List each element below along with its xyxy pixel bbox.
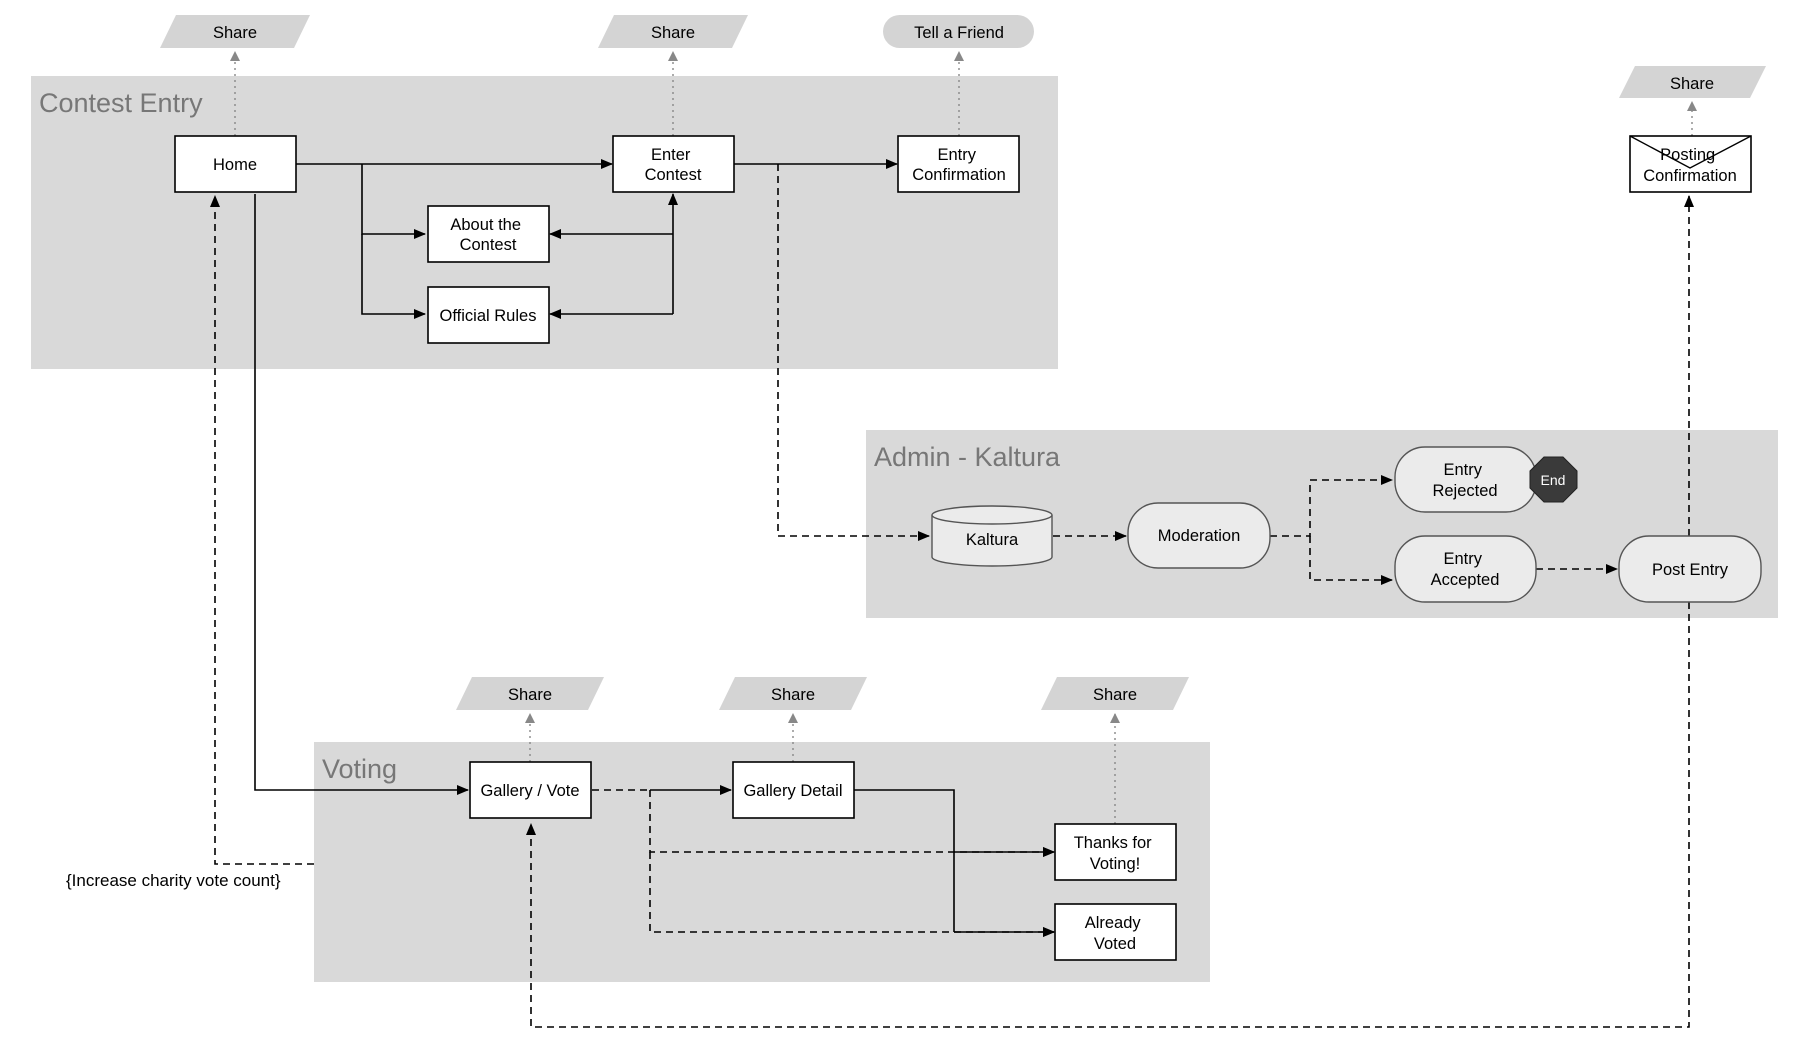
share-connectors [230, 51, 1697, 824]
stop-octagon-icon [1529, 456, 1578, 503]
zone-contest-entry-label: Contest Entry [39, 88, 203, 118]
node-enter-contest-label: Enter Contest [645, 146, 702, 184]
node-entry-rejected[interactable]: Entry Rejected [1394, 446, 1537, 513]
node-thanks-voting-label: Thanks for Voting! [1074, 834, 1157, 873]
node-about-contest-label: About the Contest [450, 216, 525, 254]
share-home[interactable]: Share [160, 15, 310, 48]
node-entry-confirmation-label: Entry Confirmation [912, 146, 1006, 184]
share-enter-contest-label: Share [651, 24, 695, 42]
share-gallery-vote-label: Share [508, 686, 552, 704]
share-thanks-label: Share [1093, 686, 1137, 704]
zone-voting-label: Voting [322, 754, 397, 784]
node-about-contest[interactable]: About the Contest [427, 205, 550, 263]
node-already-voted[interactable]: Already Voted [1054, 903, 1177, 961]
node-gallery-detail-label: Gallery Detail [743, 782, 842, 800]
tell-a-friend-label: Tell a Friend [914, 24, 1004, 42]
node-entry-confirmation[interactable]: Entry Confirmation [897, 135, 1020, 193]
share-gallery-detail[interactable]: Share [719, 677, 867, 710]
share-gallery-vote[interactable]: Share [456, 677, 604, 710]
share-posting-label: Share [1670, 75, 1714, 93]
database-icon [931, 505, 1053, 525]
node-thanks-voting[interactable]: Thanks for Voting! [1054, 823, 1177, 881]
node-entry-accepted[interactable]: Entry Accepted [1394, 535, 1537, 603]
node-posting-confirmation[interactable]: Posting Confirmation [1629, 135, 1752, 193]
node-already-voted-label: Already Voted [1085, 914, 1146, 953]
node-end: End [1529, 456, 1578, 503]
zone-admin-kaltura-label: Admin - Kaltura [874, 442, 1061, 472]
node-moderation-label: Moderation [1158, 527, 1241, 545]
node-posting-confirmation-label: Posting Confirmation [1643, 146, 1737, 185]
envelope-icon [1629, 135, 1752, 169]
flow-connectors [210, 159, 1694, 1028]
charity-note: {Increase charity vote count} [66, 871, 281, 890]
node-official-rules-label: Official Rules [440, 307, 537, 325]
node-kaltura[interactable]: Kaltura [931, 505, 1053, 567]
share-thanks[interactable]: Share [1041, 677, 1189, 710]
node-official-rules[interactable]: Official Rules [427, 286, 550, 344]
node-gallery-detail[interactable]: Gallery Detail [732, 761, 855, 819]
share-posting[interactable]: Share [1619, 66, 1766, 98]
node-kaltura-label: Kaltura [966, 531, 1019, 549]
node-home[interactable]: Home [174, 135, 297, 193]
node-entry-rejected-label: Entry Rejected [1432, 461, 1497, 500]
node-post-entry-label: Post Entry [1652, 561, 1729, 579]
node-enter-contest[interactable]: Enter Contest [612, 135, 735, 193]
node-gallery-vote-label: Gallery / Vote [480, 782, 579, 800]
tell-a-friend[interactable]: Tell a Friend [883, 15, 1034, 48]
node-entry-accepted-label: Entry Accepted [1431, 550, 1500, 589]
share-enter-contest[interactable]: Share [598, 15, 748, 48]
node-home-label: Home [213, 156, 257, 174]
node-gallery-vote[interactable]: Gallery / Vote [469, 761, 592, 819]
node-moderation[interactable]: Moderation [1127, 502, 1271, 569]
share-gallery-detail-label: Share [771, 686, 815, 704]
share-home-label: Share [213, 24, 257, 42]
node-post-entry[interactable]: Post Entry [1618, 535, 1762, 603]
node-end-label: End [1541, 472, 1566, 488]
